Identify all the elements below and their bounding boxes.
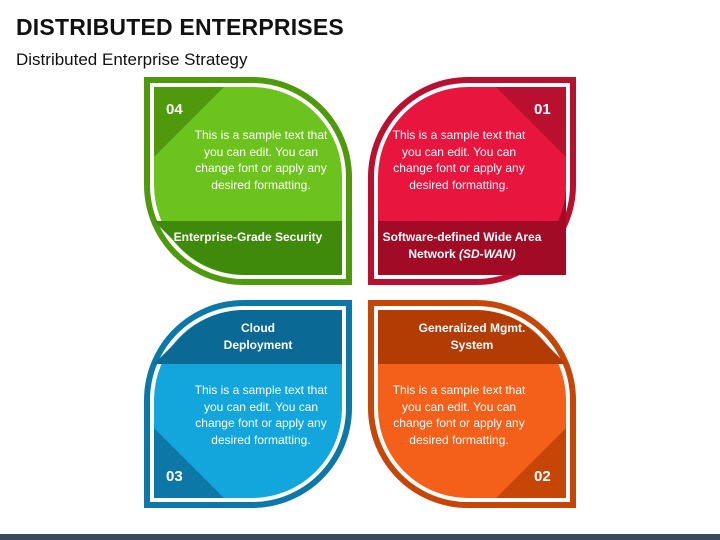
petal-01-text: This is a sample text that you can edit.…: [392, 128, 526, 192]
petal-01-label: Software-defined Wide Area Network (SD-W…: [382, 230, 542, 261]
petal-02-text: This is a sample text that you can edit.…: [392, 383, 526, 447]
petal-03-shape: [144, 300, 352, 508]
petal-04: 04 This is a sample text that you can ed…: [144, 77, 352, 285]
petal-03: 03 Cloud Deployment This is a sample tex…: [144, 300, 352, 508]
page-title: DISTRIBUTED ENTERPRISES: [16, 14, 344, 40]
petal-03-label: Cloud Deployment: [223, 321, 293, 352]
petal-04-text: This is a sample text that you can edit.…: [194, 128, 328, 192]
petal-04-label: Enterprise-Grade Security: [173, 230, 323, 244]
petal-01: 01 This is a sample text that you can ed…: [368, 77, 576, 285]
petal-02-number: 02: [534, 468, 551, 485]
petal-02-label: Generalized Mgmt. System: [418, 321, 526, 352]
petal-01-number: 01: [534, 101, 551, 118]
petal-03-text: This is a sample text that you can edit.…: [194, 383, 328, 447]
page-subtitle: Distributed Enterprise Strategy: [16, 50, 248, 69]
petal-04-shape: [144, 77, 352, 285]
petal-01-shape: [368, 77, 576, 285]
petal-02-shape: [368, 300, 576, 508]
petal-03-number: 03: [166, 468, 183, 485]
petal-04-number: 04: [166, 101, 183, 118]
petal-02: 02 Generalized Mgmt. System This is a sa…: [368, 300, 576, 508]
bottom-bar: [0, 534, 720, 540]
